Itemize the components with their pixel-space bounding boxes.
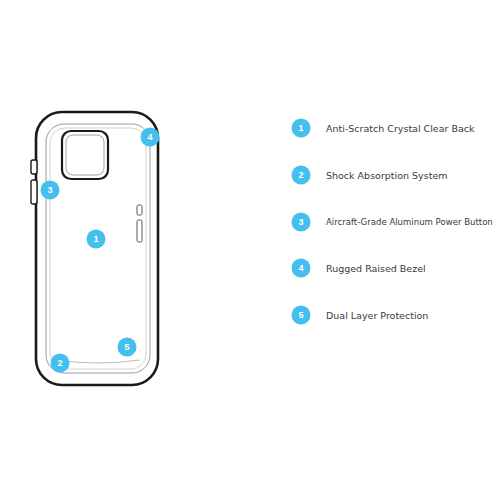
callout-number: 5 (292, 306, 311, 325)
callout-number: 5 (118, 338, 137, 357)
callout-number: 1 (292, 119, 311, 138)
feature-label: Shock Absorption System (326, 170, 447, 181)
feature-label: Dual Layer Protection (326, 310, 428, 321)
callout-number: 3 (292, 213, 311, 232)
callout-number: 2 (51, 354, 70, 373)
callout-number: 4 (141, 128, 160, 147)
callout-number: 2 (292, 166, 311, 185)
callout-number: 4 (292, 259, 311, 278)
feature-label: Rugged Raised Bezel (326, 263, 426, 274)
feature-label: Aircraft-Grade Aluminum Power Button (326, 217, 493, 227)
callout-number: 1 (87, 230, 106, 249)
feature-label: Anti-Scratch Crystal Clear Back (326, 123, 475, 134)
callout-number: 3 (41, 181, 60, 200)
